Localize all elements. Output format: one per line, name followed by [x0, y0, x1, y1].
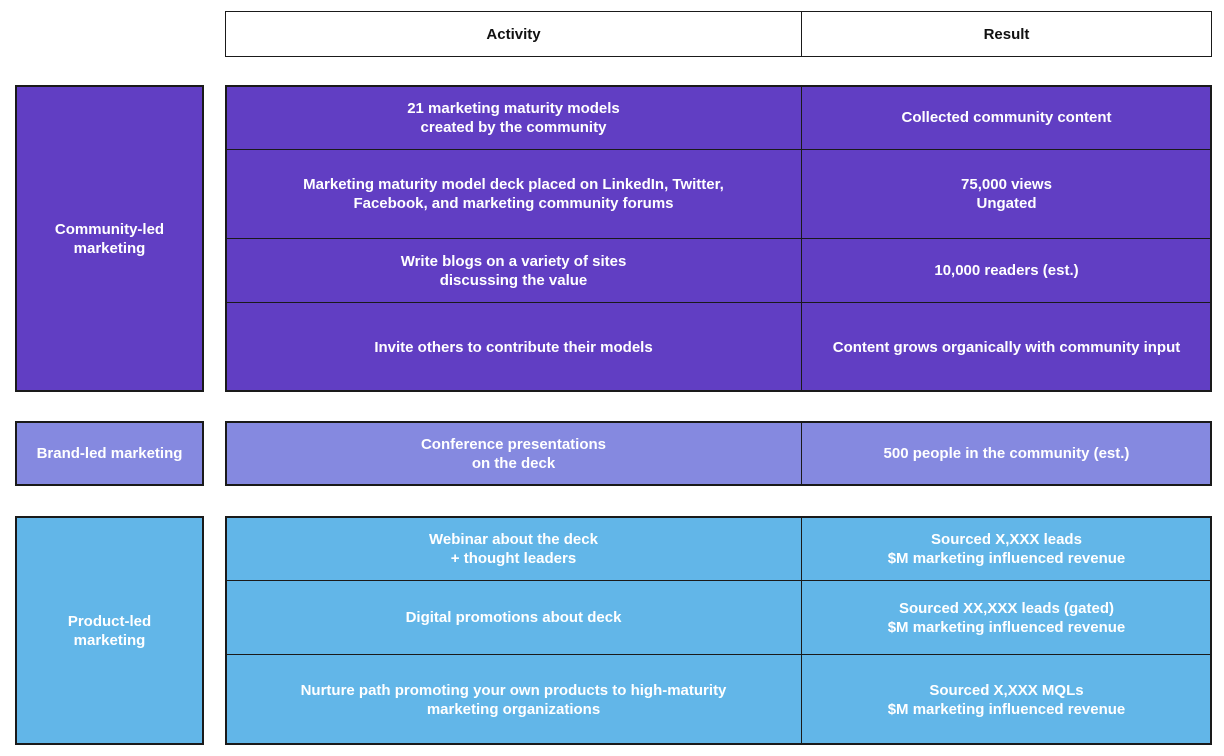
result-cell: 500 people in the community (est.) — [801, 421, 1212, 486]
activity-cell: Webinar about the deck + thought leaders — [225, 516, 802, 581]
result-cell: Sourced XX,XXX leads (gated) $M marketin… — [801, 580, 1212, 655]
activity-column-header: Activity — [225, 11, 802, 57]
brand-led-marketing-label: Brand-led marketing — [15, 421, 204, 486]
product-led-marketing-label: Product-led marketing — [15, 516, 204, 745]
result-column-header: Result — [801, 11, 1212, 57]
result-cell: 10,000 readers (est.) — [801, 238, 1212, 303]
activity-cell: Write blogs on a variety of sites discus… — [225, 238, 802, 303]
activity-cell: 21 marketing maturity models created by … — [225, 85, 802, 150]
result-cell: Content grows organically with community… — [801, 302, 1212, 392]
activity-cell: Conference presentations on the deck — [225, 421, 802, 486]
activity-cell: Nurture path promoting your own products… — [225, 654, 802, 745]
community-led-marketing-label: Community-led marketing — [15, 85, 204, 392]
result-cell: Sourced X,XXX leads $M marketing influen… — [801, 516, 1212, 581]
result-cell: 75,000 views Ungated — [801, 149, 1212, 239]
result-cell: Collected community content — [801, 85, 1212, 150]
activity-cell: Digital promotions about deck — [225, 580, 802, 655]
activity-cell: Invite others to contribute their models — [225, 302, 802, 392]
result-cell: Sourced X,XXX MQLs $M marketing influenc… — [801, 654, 1212, 745]
activity-cell: Marketing maturity model deck placed on … — [225, 149, 802, 239]
